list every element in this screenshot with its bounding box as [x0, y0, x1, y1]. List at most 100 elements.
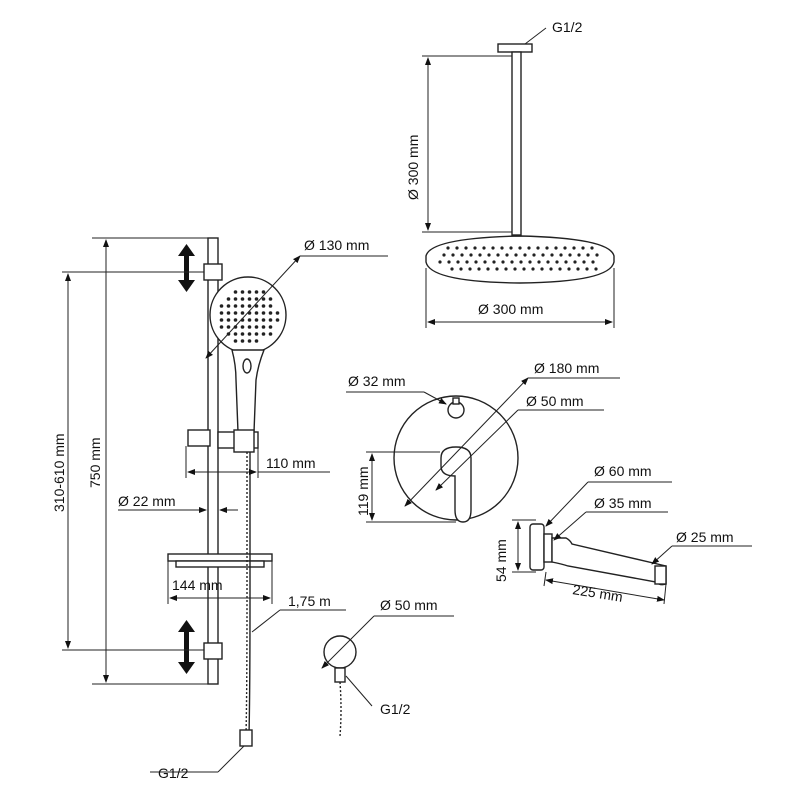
nozzle-dot [233, 311, 238, 315]
nozzle-dot [459, 267, 463, 271]
nozzle-dot [219, 318, 224, 322]
nozzle-dot [254, 297, 259, 301]
nozzle-dot [233, 332, 238, 336]
nozzle-dot [500, 246, 504, 250]
plate-diameter-label: Ø 180 mm [534, 360, 599, 376]
nozzle-dot [219, 325, 224, 329]
nozzle-dot [537, 260, 541, 264]
nozzle-dot [446, 246, 450, 250]
knob-diameter-label: Ø 32 mm [348, 373, 406, 389]
leader-line [251, 609, 281, 633]
hose-connector [239, 729, 253, 747]
nozzle-dot [536, 246, 540, 250]
nozzle-dot [504, 267, 508, 271]
nozzle-dot [496, 253, 500, 257]
concealed-mixer-plate: Ø 32 mm Ø 180 mm Ø 50 mm 119 mm [346, 360, 620, 523]
nozzle-dot [509, 246, 513, 250]
nozzle-dot [450, 267, 454, 271]
spout-base-diameter-label: Ø 35 mm [594, 495, 652, 511]
extension-line [543, 571, 547, 587]
nozzle-dot [226, 304, 231, 308]
dimension-line [205, 255, 301, 359]
nozzle-dot [240, 325, 245, 329]
nozzle-dot [465, 260, 469, 264]
nozzle-dot [254, 339, 259, 343]
rail-height-label: 750 mm [87, 437, 103, 488]
ceiling-rain-shower: G1/2 Ø 300 mm Ø 300 mm [405, 19, 615, 328]
nozzle-dot [226, 297, 231, 301]
nozzle-dot [564, 260, 568, 264]
bottom-adjust-arrow [178, 620, 195, 674]
plate-height-label: 119 mm [355, 466, 371, 516]
nozzle-dot [486, 267, 490, 271]
nozzle-dot [254, 290, 259, 294]
nozzle-dot [261, 297, 266, 301]
nozzle-dot [226, 325, 231, 329]
nozzle-dot [473, 246, 477, 250]
nozzle-dot [247, 297, 252, 301]
dimension-line [404, 377, 529, 507]
nozzle-dot [261, 332, 266, 336]
nozzle-dot [581, 246, 585, 250]
nozzle-dot [577, 253, 581, 257]
outlet-thread-label: G1/2 [380, 701, 411, 717]
ceiling-flange [497, 43, 533, 53]
leader-line [524, 27, 547, 45]
nozzle-dot [541, 253, 545, 257]
shower-hose [245, 452, 248, 736]
nozzle-dot [247, 290, 252, 294]
nozzle-dot [240, 311, 245, 315]
nozzle-dot [572, 246, 576, 250]
rain-head-diameter-label: Ø 300 mm [478, 301, 543, 317]
nozzle-dot [233, 304, 238, 308]
nozzle-dot [474, 260, 478, 264]
soap-dish-width-label: 144 mm [172, 577, 223, 593]
nozzle-dot [527, 246, 531, 250]
nozzle-dot [254, 325, 259, 329]
dimension-line [321, 615, 375, 669]
nozzle-dot [261, 325, 266, 329]
nozzle-dot [545, 246, 549, 250]
dimension-line [545, 481, 589, 527]
holder-projection-label: 110 mm [266, 455, 316, 471]
top-wall-bracket [203, 263, 223, 281]
outlet-hose [339, 681, 342, 737]
diverter-knob-tip [452, 397, 460, 405]
leader-line [345, 675, 373, 707]
nozzle-dot [456, 260, 460, 264]
nozzle-dot [268, 297, 273, 301]
spray-selector-button [242, 358, 252, 374]
slide-rail-set: Ø 130 mm 310-610 mm 750 mm 110 mm Ø 22 m… [51, 237, 388, 781]
nozzle-dot [567, 267, 571, 271]
shower-holder-clamp [187, 429, 211, 447]
nozzle-dot [451, 253, 455, 257]
nozzle-dot [549, 267, 553, 271]
nozzle-dot [240, 332, 245, 336]
nozzle-dot [540, 267, 544, 271]
spout-height-label: 54 mm [493, 539, 509, 582]
nozzle-dot [233, 339, 238, 343]
nozzle-dot [254, 318, 259, 322]
nozzle-dot [582, 260, 586, 264]
outlet-diameter-label: Ø 50 mm [380, 597, 438, 613]
nozzle-dot [240, 304, 245, 308]
nozzle-dot [585, 267, 589, 271]
arm-length-label: Ø 300 mm [405, 135, 421, 200]
nozzle-dot [594, 267, 598, 271]
nozzle-dot [240, 297, 245, 301]
nozzle-dot [513, 267, 517, 271]
ceiling-arm [511, 51, 522, 236]
bath-spout: Ø 60 mm Ø 35 mm 54 mm Ø 25 mm 225 mm [493, 463, 752, 605]
nozzle-dot [261, 290, 266, 294]
nozzle-dot [469, 253, 473, 257]
nozzle-dot [247, 304, 252, 308]
dimension-line [553, 511, 587, 541]
nozzle-dot [576, 267, 580, 271]
soap-dish [167, 553, 273, 562]
nozzle-dot [518, 246, 522, 250]
nozzle-dot [268, 332, 273, 336]
nozzle-dot [460, 253, 464, 257]
nozzle-dot [240, 290, 245, 294]
nozzle-dot [247, 318, 252, 322]
